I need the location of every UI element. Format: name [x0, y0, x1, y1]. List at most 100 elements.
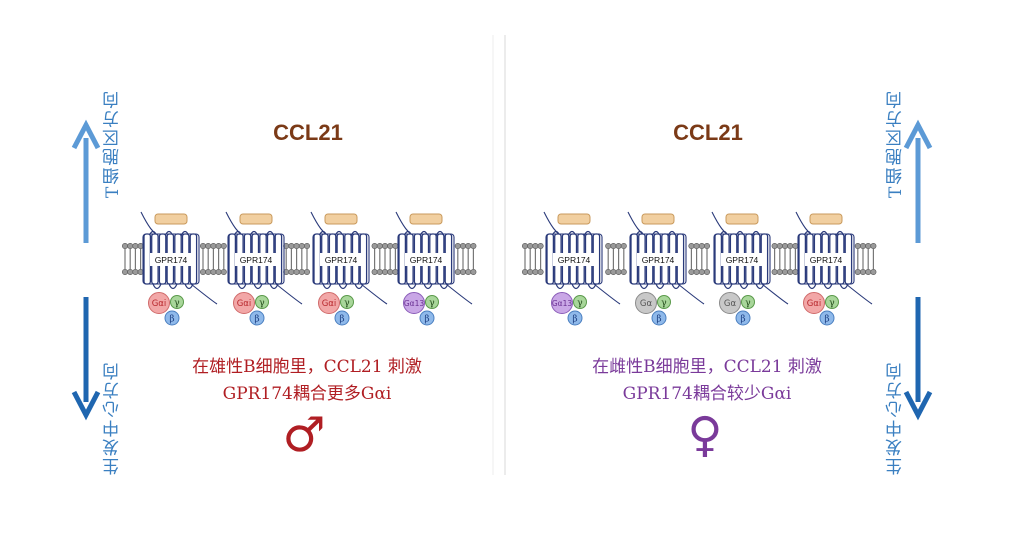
g-beta-label: β: [740, 315, 745, 325]
g-gamma-subunit: [825, 295, 839, 309]
left-down-arrow: [71, 297, 101, 421]
g-alpha-subunit: [551, 292, 573, 314]
g-beta-label: β: [424, 315, 429, 325]
g-protein-right-1: Gα13 γβ: [551, 292, 587, 326]
g-protein-left-4: Gα13 γβ: [403, 292, 439, 326]
left-caption: 在雄性B细胞里，CCL21 刺激 GPR174耦合更多Gαi: [147, 354, 467, 408]
ccl21-ligand: [557, 213, 591, 225]
g-alpha-subunit: [148, 292, 170, 314]
receptor-right-4: GPR174: [795, 211, 873, 305]
g-gamma-subunit: [741, 295, 755, 309]
g-alpha-label: Gαi: [322, 299, 337, 309]
g-beta-label: β: [254, 315, 259, 325]
g-alpha-subunit: [635, 292, 657, 314]
receptor-label: GPR174: [410, 255, 443, 265]
right-down-label: 生发中心方向: [886, 361, 906, 475]
g-beta-subunit: [419, 310, 435, 326]
g-alpha-label: Gαi: [807, 299, 822, 309]
receptor-left-2: GPR174: [225, 211, 303, 305]
receptor-right-1: GPR174: [543, 211, 621, 305]
receptor-left-1: GPR174: [140, 211, 218, 305]
g-beta-label: β: [339, 315, 344, 325]
receptor-label: GPR174: [325, 255, 358, 265]
g-alpha-label: Gα: [724, 299, 737, 309]
right-down-arrow: [903, 297, 933, 421]
female-symbol: ♀: [687, 407, 723, 463]
g-gamma-label: γ: [661, 299, 666, 309]
receptor-right-3: GPR174: [711, 211, 789, 305]
receptor-left-3: GPR174: [310, 211, 388, 305]
g-alpha-label: Gα13: [404, 299, 425, 308]
g-beta-subunit: [567, 310, 583, 326]
g-gamma-label: γ: [259, 299, 264, 309]
right-caption-line2: GPR174耦合较少Gαi: [622, 384, 792, 404]
receptor-label: GPR174: [726, 255, 759, 265]
ccl21-ligand: [409, 213, 443, 225]
receptor-left-4: GPR174: [395, 211, 473, 305]
right-up-arrow: [903, 119, 933, 243]
g-beta-subunit: [651, 310, 667, 326]
g-gamma-subunit: [657, 295, 671, 309]
ccl21-ligand: [641, 213, 675, 225]
g-beta-label: β: [824, 315, 829, 325]
left-caption-line1: 在雄性B细胞里，CCL21 刺激: [192, 357, 422, 377]
right-heading: CCL21: [673, 120, 743, 145]
g-alpha-subunit: [403, 292, 425, 314]
left-up-arrow: [71, 119, 101, 243]
g-beta-subunit: [164, 310, 180, 326]
g-gamma-label: γ: [829, 299, 834, 309]
g-beta-subunit: [735, 310, 751, 326]
g-gamma-subunit: [340, 295, 354, 309]
g-gamma-subunit: [573, 295, 587, 309]
receptor-right-2: GPR174: [627, 211, 705, 305]
g-beta-label: β: [169, 315, 174, 325]
right-caption: 在雌性B细胞里，CCL21 刺激 GPR174耦合较少Gαi: [547, 354, 867, 408]
g-beta-subunit: [819, 310, 835, 326]
g-alpha-label: Gα13: [552, 299, 573, 308]
g-beta-label: β: [572, 315, 577, 325]
receptor-label: GPR174: [558, 255, 591, 265]
ccl21-ligand: [154, 213, 188, 225]
g-gamma-label: γ: [745, 299, 750, 309]
g-alpha-label: Gαi: [152, 299, 167, 309]
g-alpha-subunit: [233, 292, 255, 314]
ccl21-ligand: [324, 213, 358, 225]
g-gamma-label: γ: [174, 299, 179, 309]
receptor-label: GPR174: [642, 255, 675, 265]
g-alpha-label: Gαi: [237, 299, 252, 309]
left-heading: CCL21: [273, 120, 343, 145]
g-alpha-subunit: [318, 292, 340, 314]
g-beta-label: β: [656, 315, 661, 325]
right-up-label: T细胞区方向: [886, 89, 906, 198]
g-gamma-subunit: [255, 295, 269, 309]
g-gamma-subunit: [425, 295, 439, 309]
left-up-label: T细胞区方向: [103, 89, 123, 198]
g-gamma-subunit: [170, 295, 184, 309]
receptor-label: GPR174: [155, 255, 188, 265]
ccl21-ligand: [239, 213, 273, 225]
receptor-label: GPR174: [240, 255, 273, 265]
g-gamma-label: γ: [429, 299, 434, 309]
right-caption-line1: 在雌性B细胞里，CCL21 刺激: [592, 357, 822, 377]
g-beta-subunit: [249, 310, 265, 326]
male-symbol: ♂: [282, 407, 326, 463]
ccl21-ligand: [809, 213, 843, 225]
g-beta-subunit: [334, 310, 350, 326]
g-gamma-label: γ: [577, 299, 582, 309]
left-caption-line2: GPR174耦合更多Gαi: [222, 384, 392, 404]
left-down-label: 生发中心方向: [103, 361, 123, 475]
g-alpha-subunit: [719, 292, 741, 314]
g-alpha-label: Gα: [640, 299, 653, 309]
g-alpha-subunit: [803, 292, 825, 314]
g-gamma-label: γ: [344, 299, 349, 309]
receptor-label: GPR174: [810, 255, 843, 265]
